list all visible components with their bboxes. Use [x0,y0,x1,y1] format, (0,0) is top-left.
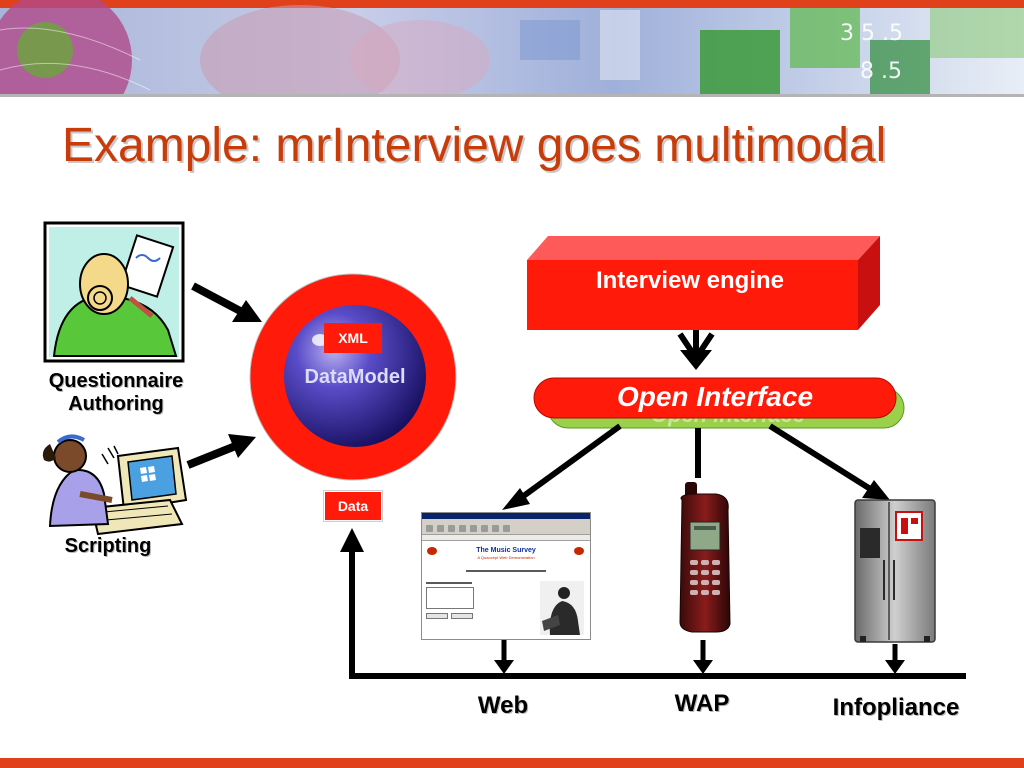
survey-question-prompt [426,582,472,584]
browser-toolbar [422,523,590,535]
survey-answer-box [426,587,474,609]
web-browser-screenshot: The Music Survey A Quancept Web Demonstr… [421,512,591,640]
survey-logo-right [574,547,584,555]
arrow-scripting-to-datamodel [186,434,256,469]
footer-rule [0,758,1024,768]
survey-buttons [426,613,590,619]
arrow-authoring-to-datamodel [191,282,262,322]
survey-subtitle: A Quancept Web Demonstration [477,555,535,560]
questionnaire-authoring-icon [43,221,185,363]
arrow-interface-to-infopliance [768,423,890,500]
wap-phone-image [679,482,731,633]
open-interface-pill: Open Interface [533,377,905,429]
scripting-label: Scripting [64,535,152,557]
svg-text:3 5 .5: 3 5 .5 [840,21,903,46]
arrow-bus-to-data [340,528,966,679]
arrow-infopliance-to-bus [885,644,905,674]
survey-question-text [466,570,546,572]
slide-title: Example: mrInterview goes multimodal [62,119,887,172]
interview-engine-label: Interview engine [595,267,785,294]
survey-logo-left [427,547,437,555]
arrow-wap-to-bus [693,640,713,674]
browser-menubar [422,519,590,523]
arrow-interface-to-web [502,423,622,510]
musician-photo [540,581,584,635]
browser-address-bar [422,535,590,541]
arrow-web-to-bus [494,640,514,674]
survey-title: The Music Survey [476,547,536,554]
header-banner: 3 5 .5 8 .5 [0,0,1024,96]
xml-tag: XML [324,323,382,353]
arrow-engine-to-interface [677,330,715,370]
infopliance-channel-label: Infopliance [832,694,960,721]
datamodel-label: DataModel [304,366,406,388]
scripting-icon [42,434,188,536]
questionnaire-authoring-label: Questionnaire Authoring [48,370,184,415]
open-interface-label: Open Interface [616,381,814,412]
svg-text:8 .5: 8 .5 [860,59,902,84]
browser-titlebar [422,513,590,519]
data-tag: Data [324,491,382,521]
banner-divider [0,94,1024,97]
interview-engine-box [527,236,880,330]
infopliance-fridge-image [854,499,936,643]
wap-channel-label: WAP [674,690,730,717]
web-channel-label: Web [477,692,529,719]
